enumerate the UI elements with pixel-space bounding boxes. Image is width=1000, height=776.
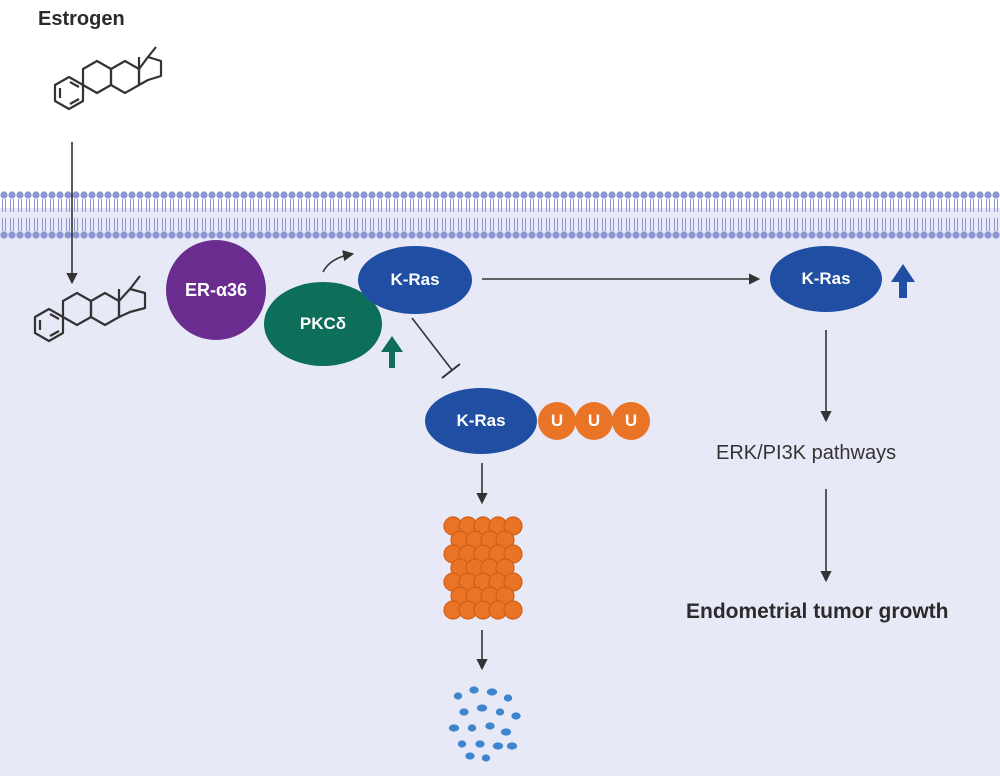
tumor-growth-label: Endometrial tumor growth — [686, 600, 949, 623]
ubiquitin-label: U — [624, 411, 638, 430]
ubiquitin-label: U — [550, 411, 564, 430]
erk-pi3k-label: ERK/PI3K pathways — [716, 442, 897, 464]
inhibition-line — [411, 317, 453, 371]
er-alpha36-receptor: ER-α36 — [166, 240, 266, 340]
steroid-structure-icon — [53, 46, 163, 111]
pkc-to-kras-arrow — [322, 250, 355, 273]
kras-elevated-node: K-Ras — [770, 246, 882, 312]
estrogen-label: Estrogen — [38, 8, 125, 30]
ubiquitin-label: U — [587, 411, 601, 430]
kras-membrane-label: K-Ras — [390, 270, 440, 289]
kras-ubiquitinated-node: K-Ras — [425, 388, 537, 454]
ubiquitin-3: U — [612, 402, 650, 440]
ubiquitin-1: U — [538, 402, 576, 440]
up-arrow-icon — [381, 336, 403, 368]
proteasome-icon — [443, 516, 523, 620]
up-arrow-icon — [891, 264, 915, 298]
peptide-fragments-icon — [448, 686, 521, 762]
steroid-structure-icon — [33, 275, 147, 343]
kras-elevated-label: K-Ras — [801, 269, 851, 288]
pkc-delta-label: PKCδ — [299, 314, 347, 333]
pkc-delta-node: PKCδ — [264, 282, 382, 366]
cell-membrane — [0, 191, 1000, 239]
kras-membrane-node: K-Ras — [358, 246, 472, 314]
inhibition-bar — [441, 363, 461, 379]
ubiquitin-2: U — [575, 402, 613, 440]
kras-ubiquitinated-label: K-Ras — [456, 411, 506, 430]
er-alpha36-label: ER-α36 — [184, 279, 248, 300]
